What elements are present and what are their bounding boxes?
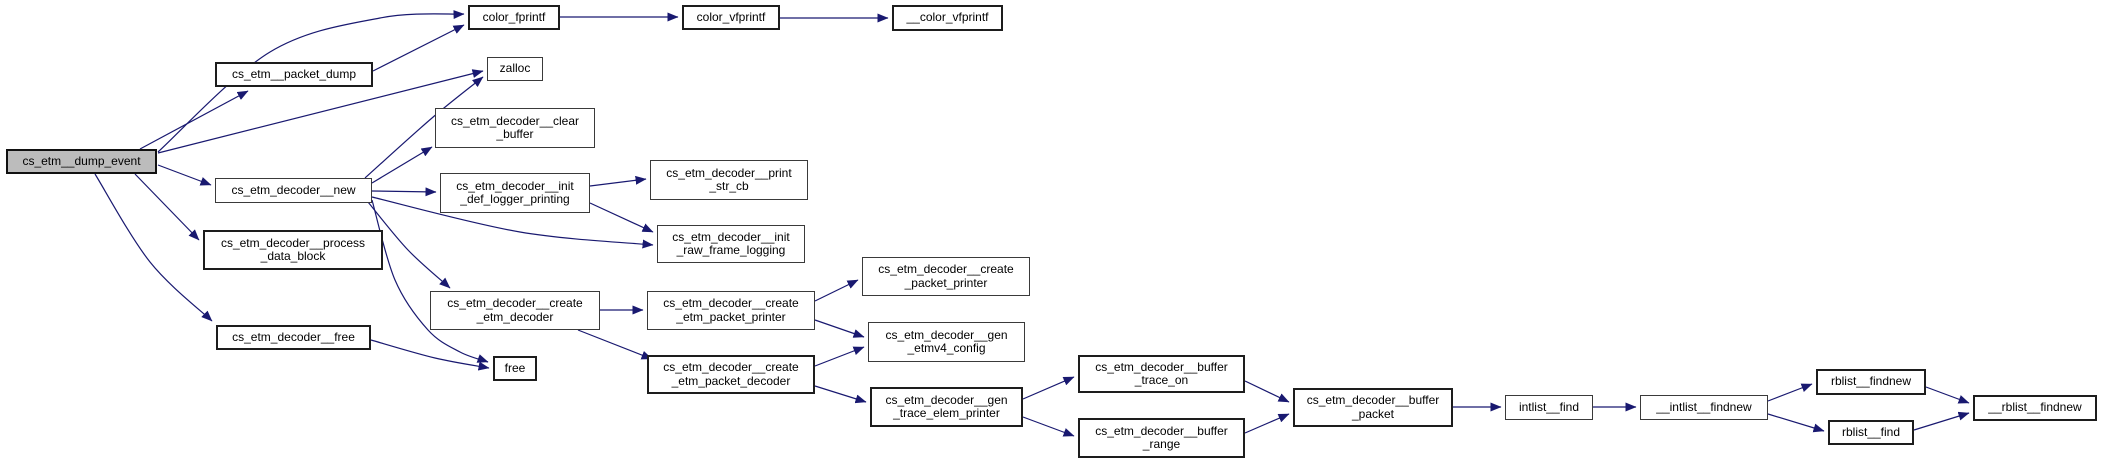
graph-node-zalloc[interactable]: zalloc: [487, 57, 543, 81]
graph-node-decoder_new[interactable]: cs_etm_decoder__new: [215, 178, 372, 203]
call-edge-buffer_trace_on-to-buffer_packet: [1244, 380, 1290, 403]
call-edge-rblist_find-to-rblist_findnew2: [1913, 411, 1970, 431]
call-edge-init_def_logger_printing-to-print_str_cb: [589, 175, 647, 187]
call-edge-dump_event-to-decoder_new: [157, 164, 212, 186]
graph-node-label: cs_etm_decoder__gen_etmv4_config: [885, 327, 1008, 355]
graph-node-label: cs_etm_decoder__init_raw_frame_logging: [672, 229, 790, 257]
call-edge-gen_trace_elem_printer-to-buffer_trace_on: [1022, 376, 1075, 400]
graph-node-label: cs_etm__packet_dump: [231, 66, 357, 81]
graph-node-buffer_range[interactable]: cs_etm_decoder__buffer_range: [1078, 418, 1245, 458]
call-edge-create_etm_packet_printer-to-gen_etmv4_config: [814, 319, 865, 338]
graph-node-label: cs_etm__dump_event: [22, 153, 141, 168]
call-edge-decoder_new-to-init_def_logger_printing: [371, 187, 437, 197]
graph-node-label: cs_etm_decoder__buffer_packet: [1306, 393, 1440, 421]
call-edge-intlist_findnew-to-rblist_find: [1767, 413, 1825, 433]
graph-node-label: cs_etm_decoder__new: [231, 182, 356, 197]
call-edge-create_etm_packet_decoder-to-gen_etmv4_config: [814, 346, 865, 367]
graph-node-label: __rblist__findnew: [1988, 400, 2082, 415]
graph-node-decoder_free[interactable]: cs_etm_decoder__free: [216, 325, 371, 350]
graph-node-color_fprintf[interactable]: color_fprintf: [468, 5, 560, 30]
graph-node-create_etm_decoder[interactable]: cs_etm_decoder__create_etm_decoder: [430, 291, 600, 330]
call-edge-dump_event-to-process_data_block: [134, 173, 200, 241]
graph-node-label: cs_etm_decoder__buffer_trace_on: [1095, 359, 1228, 387]
graph-node-label: __color_vfprintf: [906, 10, 989, 25]
call-edge-create_etm_packet_printer-to-create_packet_printer: [814, 279, 859, 302]
graph-node-label: cs_etm_decoder__create_etm_decoder: [447, 296, 583, 324]
call-edge-gen_trace_elem_printer-to-buffer_range: [1022, 416, 1075, 437]
graph-node-label: cs_etm_decoder__clear_buffer: [450, 113, 580, 141]
graph-node-label: rblist__find: [1841, 424, 1901, 439]
graph-node-label: rblist__findnew: [1830, 374, 1912, 389]
call-edge-create_etm_packet_decoder-to-gen_trace_elem_printer: [814, 385, 867, 404]
graph-node-gen_etmv4_config[interactable]: cs_etm_decoder__gen_etmv4_config: [868, 322, 1025, 362]
graph-node-color_vfprintf2[interactable]: __color_vfprintf: [892, 5, 1003, 31]
graph-node-label: cs_etm_decoder__create_etm_packet_decode…: [663, 360, 799, 388]
graph-node-label: cs_etm_decoder__print_str_cb: [666, 165, 792, 193]
call-edge-buffer_range-to-buffer_packet: [1244, 413, 1290, 434]
graph-node-create_etm_packet_decoder[interactable]: cs_etm_decoder__create_etm_packet_decode…: [647, 355, 815, 394]
call-edge-decoder_free-to-free: [370, 339, 490, 371]
graph-node-buffer_packet[interactable]: cs_etm_decoder__buffer_packet: [1293, 388, 1453, 427]
graph-node-rblist_find[interactable]: rblist__find: [1828, 420, 1914, 445]
call-edge-init_def_logger_printing-to-init_raw_frame_logging: [589, 202, 654, 233]
graph-node-label: color_vfprintf: [696, 9, 766, 24]
graph-node-gen_trace_elem_printer[interactable]: cs_etm_decoder__gen_trace_elem_printer: [870, 387, 1023, 427]
graph-node-rblist_findnew[interactable]: rblist__findnew: [1816, 369, 1926, 395]
graph-node-label: intlist__find: [1518, 399, 1580, 414]
graph-node-print_str_cb[interactable]: cs_etm_decoder__print_str_cb: [650, 160, 808, 200]
graph-node-label: color_fprintf: [482, 9, 546, 24]
graph-node-label: cs_etm_decoder__free: [232, 329, 355, 344]
graph-node-label: cs_etm_decoder__create_etm_packet_printe…: [663, 296, 799, 324]
call-edge-intlist_findnew-to-rblist_findnew: [1767, 383, 1813, 402]
graph-node-create_packet_printer[interactable]: cs_etm_decoder__create_packet_printer: [862, 257, 1030, 296]
graph-node-process_data_block[interactable]: cs_etm_decoder__process_data_block: [203, 230, 383, 270]
graph-node-init_raw_frame_logging[interactable]: cs_etm_decoder__init_raw_frame_logging: [657, 225, 805, 263]
graph-node-label: __intlist__findnew: [1656, 399, 1752, 414]
graph-node-intlist_find[interactable]: intlist__find: [1505, 395, 1593, 420]
graph-node-intlist_findnew[interactable]: __intlist__findnew: [1640, 395, 1768, 420]
graph-node-create_etm_packet_printer[interactable]: cs_etm_decoder__create_etm_packet_printe…: [647, 291, 815, 330]
graph-node-label: free: [504, 360, 526, 375]
call-edge-rblist_findnew-to-rblist_findnew2: [1925, 386, 1970, 404]
call-edge-create_etm_decoder-to-create_etm_packet_decoder: [577, 329, 653, 360]
graph-node-label: cs_etm_decoder__process_data_block: [220, 235, 366, 263]
graph-node-packet_dump[interactable]: cs_etm__packet_dump: [215, 62, 373, 87]
graph-node-buffer_trace_on[interactable]: cs_etm_decoder__buffer_trace_on: [1078, 355, 1245, 393]
call-edge-dump_event-to-decoder_free: [94, 173, 213, 322]
call-edge-decoder_new-to-free: [371, 199, 489, 363]
call-edge-dump_event-to-packet_dump: [139, 90, 249, 150]
graph-node-color_vfprintf[interactable]: color_vfprintf: [682, 5, 780, 30]
graph-node-label: cs_etm_decoder__gen_trace_elem_printer: [885, 392, 1008, 420]
call-edge-decoder_new-to-clear_buffer: [371, 146, 433, 184]
graph-node-free[interactable]: free: [493, 356, 537, 381]
graph-node-clear_buffer[interactable]: cs_etm_decoder__clear_buffer: [435, 108, 595, 148]
graph-node-label: zalloc: [499, 61, 531, 76]
graph-node-dump_event[interactable]: cs_etm__dump_event: [6, 149, 157, 174]
graph-node-init_def_logger_printing[interactable]: cs_etm_decoder__init_def_logger_printing: [440, 173, 590, 213]
graph-node-label: cs_etm_decoder__init_def_logger_printing: [456, 178, 574, 206]
call-edge-packet_dump-to-color_fprintf: [372, 24, 465, 72]
graph-node-label: cs_etm_decoder__buffer_range: [1095, 423, 1228, 451]
graph-node-rblist_findnew2[interactable]: __rblist__findnew: [1973, 395, 2097, 421]
graph-node-label: cs_etm_decoder__create_packet_printer: [878, 262, 1014, 290]
